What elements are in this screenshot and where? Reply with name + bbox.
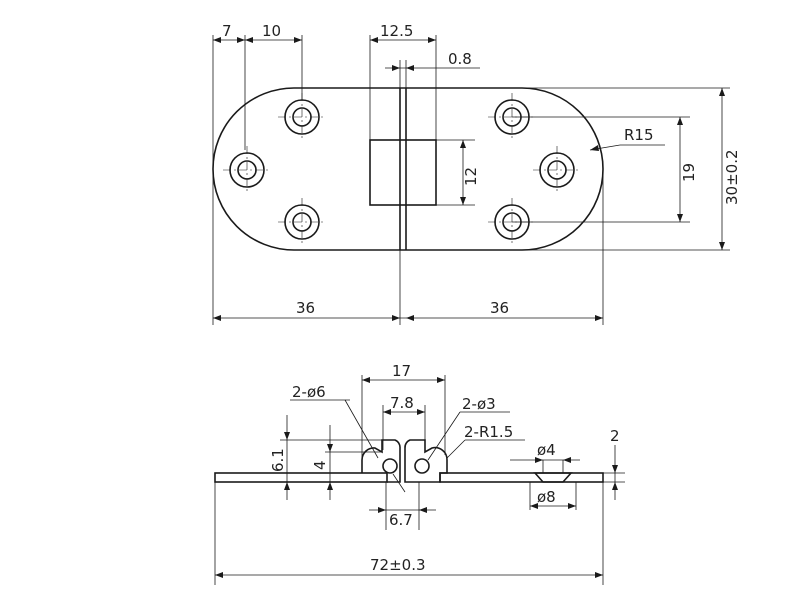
dim-2: 2 (610, 427, 620, 445)
dim-4: 4 (311, 460, 329, 470)
label-holes-3: 2-ø3 (462, 395, 496, 413)
dim-7: 7 (222, 22, 232, 40)
right-knuckle (404, 439, 448, 483)
dim-12: 12 (462, 167, 480, 186)
dim-7-8: 7.8 (390, 394, 414, 412)
knuckle (369, 139, 437, 206)
dim-0-8: 0.8 (448, 50, 472, 68)
dim-12-5: 12.5 (380, 22, 413, 40)
pin-hole (414, 458, 430, 474)
dim-6-1: 6.1 (269, 448, 287, 472)
dim-r15: R15 (624, 126, 654, 144)
label-r1-5: 2-R1.5 (464, 423, 513, 441)
hinge-plate-outline (212, 87, 604, 251)
label-holes-6: 2-ø6 (292, 383, 326, 401)
dim-30: 30±0.2 (723, 149, 741, 205)
dim-72: 72±0.3 (370, 556, 426, 574)
dim-dia-8: ø8 (537, 488, 556, 506)
pin-hole (382, 458, 398, 474)
dim-6-7: 6.7 (389, 511, 413, 529)
dim-dia-4: ø4 (537, 441, 556, 459)
top-view: 7 10 12.5 0.8 12 19 30±0.2 R15 36 36 (212, 22, 741, 325)
dim-10: 10 (262, 22, 281, 40)
dim-19: 19 (680, 163, 698, 182)
right-leaf-section (439, 472, 604, 483)
left-leaf (214, 472, 388, 483)
side-view: 17 2-ø6 7.8 2-ø3 2-R1.5 6.1 4 6.7 ø4 ø8 … (214, 362, 625, 585)
countersink (533, 472, 573, 483)
dim-left-36: 36 (296, 299, 315, 317)
dim-right-36: 36 (490, 299, 509, 317)
screw-holes (223, 93, 581, 246)
dim-17: 17 (392, 362, 411, 380)
